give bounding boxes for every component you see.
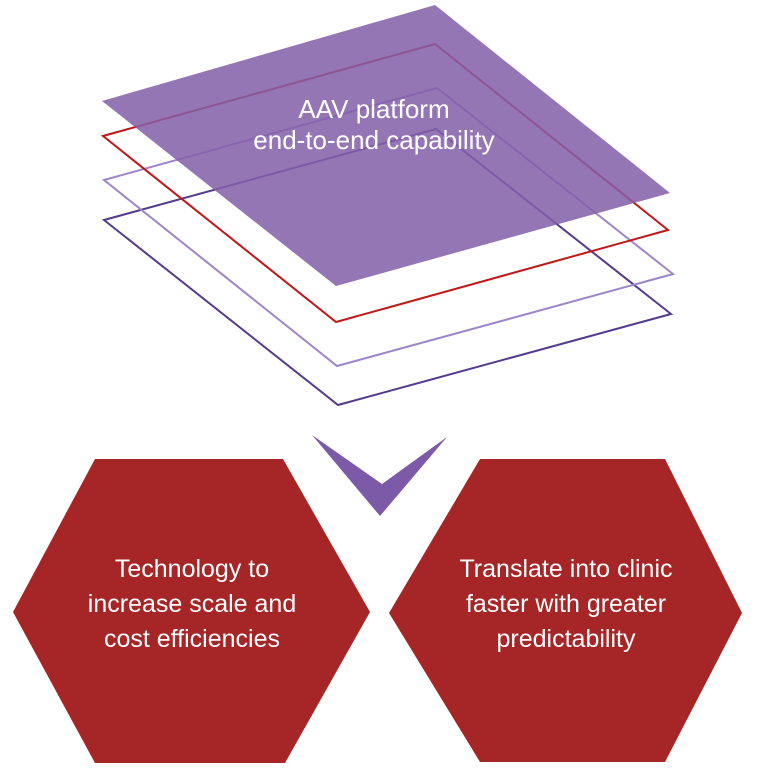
hexagon-right <box>389 459 742 762</box>
platform-top-plane <box>102 5 670 286</box>
hexagon-left <box>13 459 370 763</box>
down-chevron-arrow-icon <box>312 435 447 516</box>
hexagon-right-label: Translate into clinic faster with greate… <box>459 555 673 653</box>
platform-label: AAV platform end-to-end capability <box>253 94 495 155</box>
hexagon-left-label: Technology to increase scale and cost ef… <box>87 555 297 653</box>
